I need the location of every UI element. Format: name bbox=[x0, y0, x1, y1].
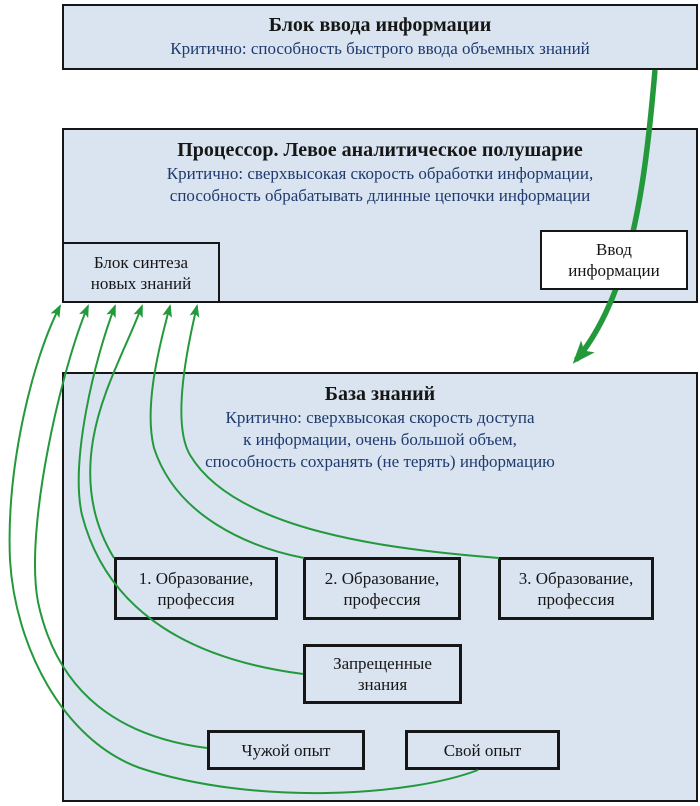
knowledge-base-title: База знаний bbox=[324, 383, 436, 405]
education2-label-line1: 2. Образование, bbox=[324, 568, 440, 588]
input-block-subtitle: Критично: способность быстрого ввода объ… bbox=[170, 39, 590, 58]
processor-block-subtitle-line2: способность обрабатывать длинные цепочки… bbox=[169, 186, 591, 205]
synthesis-box-label-line2: новых знаний bbox=[90, 273, 192, 293]
processor-block-subtitle-line1: Критично: сверхвысокая скорость обработк… bbox=[166, 164, 594, 183]
forbidden-knowledge-label-line1: Запрещенные bbox=[333, 654, 432, 673]
input-block-title: Блок ввода информации bbox=[268, 14, 492, 36]
forbidden-knowledge-label-line2: знания bbox=[357, 675, 408, 694]
processor-block-title: Процессор. Левое аналитическое полушарие bbox=[177, 139, 583, 161]
knowledge-base-subtitle-line1: Критично: сверхвысокая скорость доступа bbox=[225, 408, 535, 427]
input-block: Блок ввода информации Критично: способно… bbox=[62, 4, 698, 70]
own-experience-label: Свой опыт bbox=[443, 740, 522, 760]
own-experience-box: Свой опыт bbox=[405, 730, 560, 770]
others-experience-box: Чужой опыт bbox=[207, 730, 365, 770]
education2-label-line2: профессия bbox=[343, 589, 421, 609]
education1-label-line1: 1. Образование, bbox=[138, 568, 254, 588]
knowledge-base-subtitle-line2: к информации, очень большой объем, bbox=[243, 430, 517, 449]
education2-box: 2. Образование, профессия bbox=[303, 557, 461, 620]
input-info-label-line1: Ввод bbox=[596, 240, 632, 259]
synthesis-box: Блок синтеза новых знаний bbox=[62, 242, 220, 303]
knowledge-base-subtitle-line3: способность сохранять (не терять) информ… bbox=[205, 452, 555, 471]
education1-label-line2: профессия bbox=[157, 589, 235, 609]
others-experience-label: Чужой опыт bbox=[241, 740, 331, 760]
education1-box: 1. Образование, профессия bbox=[114, 557, 278, 620]
input-info-label-line2: информации bbox=[568, 261, 660, 280]
education3-label-line1: 3. Образование, bbox=[518, 568, 634, 588]
education3-box: 3. Образование, профессия bbox=[498, 557, 654, 620]
input-info-box: Ввод информации bbox=[540, 230, 688, 290]
forbidden-knowledge-box: Запрещенные знания bbox=[303, 644, 462, 704]
synthesis-box-label-line1: Блок синтеза bbox=[93, 252, 189, 272]
education3-label-line2: профессия bbox=[537, 589, 615, 609]
